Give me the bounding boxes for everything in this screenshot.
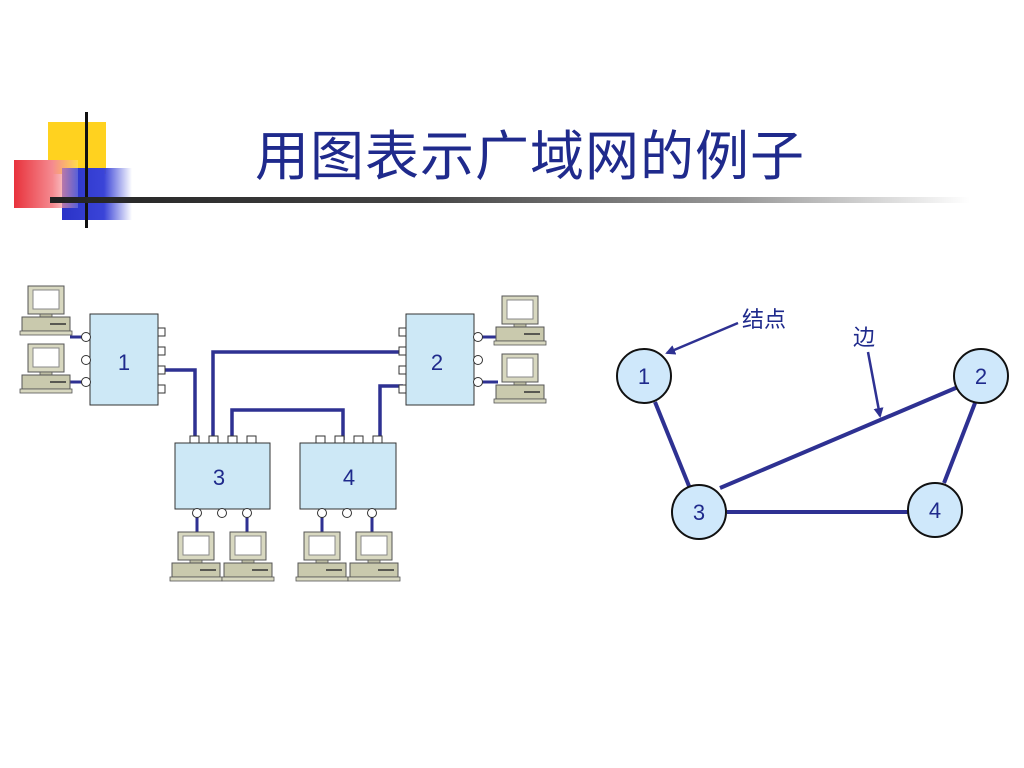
link-3-4 bbox=[230, 408, 345, 440]
graph-node-3: 3 bbox=[671, 484, 727, 540]
slide-title: 用图表示广域网的例子 bbox=[255, 125, 805, 188]
edge-annotation-arrow bbox=[866, 351, 884, 418]
desktop-computer-icon bbox=[19, 285, 73, 336]
graph-edges bbox=[653, 385, 977, 514]
link-2-4 bbox=[378, 384, 403, 440]
switch-1-label: 1 bbox=[118, 350, 130, 375]
desktop-computer-icon bbox=[493, 295, 547, 346]
network-links bbox=[162, 350, 403, 440]
node-annotation-arrow bbox=[665, 321, 739, 355]
switch-4: 4 bbox=[299, 435, 397, 518]
graph-node-2-label: 2 bbox=[975, 364, 987, 389]
switch-3-label: 3 bbox=[213, 465, 225, 490]
graph-node-2: 2 bbox=[953, 348, 1009, 404]
desktop-computer-icon bbox=[295, 531, 349, 582]
graph-node-1: 1 bbox=[616, 348, 672, 404]
graph-node-3-label: 3 bbox=[693, 500, 705, 525]
logo-vertical-line bbox=[85, 112, 88, 228]
edge-3-2 bbox=[719, 385, 959, 490]
node-annotation-label: 结点 bbox=[742, 308, 786, 333]
desktop-computer-icon bbox=[169, 531, 223, 582]
desktop-computer-icon bbox=[493, 353, 547, 404]
switch-2-label: 2 bbox=[431, 350, 443, 375]
switch-2: 2 bbox=[398, 313, 483, 406]
graph-diagram: 结点 边 1 2 3 4 bbox=[616, 308, 1009, 540]
desktop-computer-icon bbox=[347, 531, 401, 582]
edge-annotation-label: 边 bbox=[853, 326, 875, 351]
desktop-computer-icon bbox=[221, 531, 275, 582]
network-diagram: 1 2 3 bbox=[19, 285, 547, 582]
switch-3: 3 bbox=[174, 435, 271, 518]
title-underline bbox=[50, 197, 970, 203]
desktop-computer-icon bbox=[19, 343, 73, 394]
edge-1-3 bbox=[653, 401, 691, 487]
host-links bbox=[70, 335, 498, 532]
switch-4-label: 4 bbox=[343, 465, 355, 490]
link-1-3 bbox=[162, 368, 197, 440]
graph-node-4: 4 bbox=[907, 482, 963, 538]
graph-node-1-label: 1 bbox=[638, 364, 650, 389]
slide-logo bbox=[0, 0, 150, 230]
switch-1: 1 bbox=[81, 313, 166, 406]
edge-2-4 bbox=[942, 402, 977, 484]
graph-node-4-label: 4 bbox=[929, 498, 941, 523]
link-2-3 bbox=[211, 350, 403, 440]
